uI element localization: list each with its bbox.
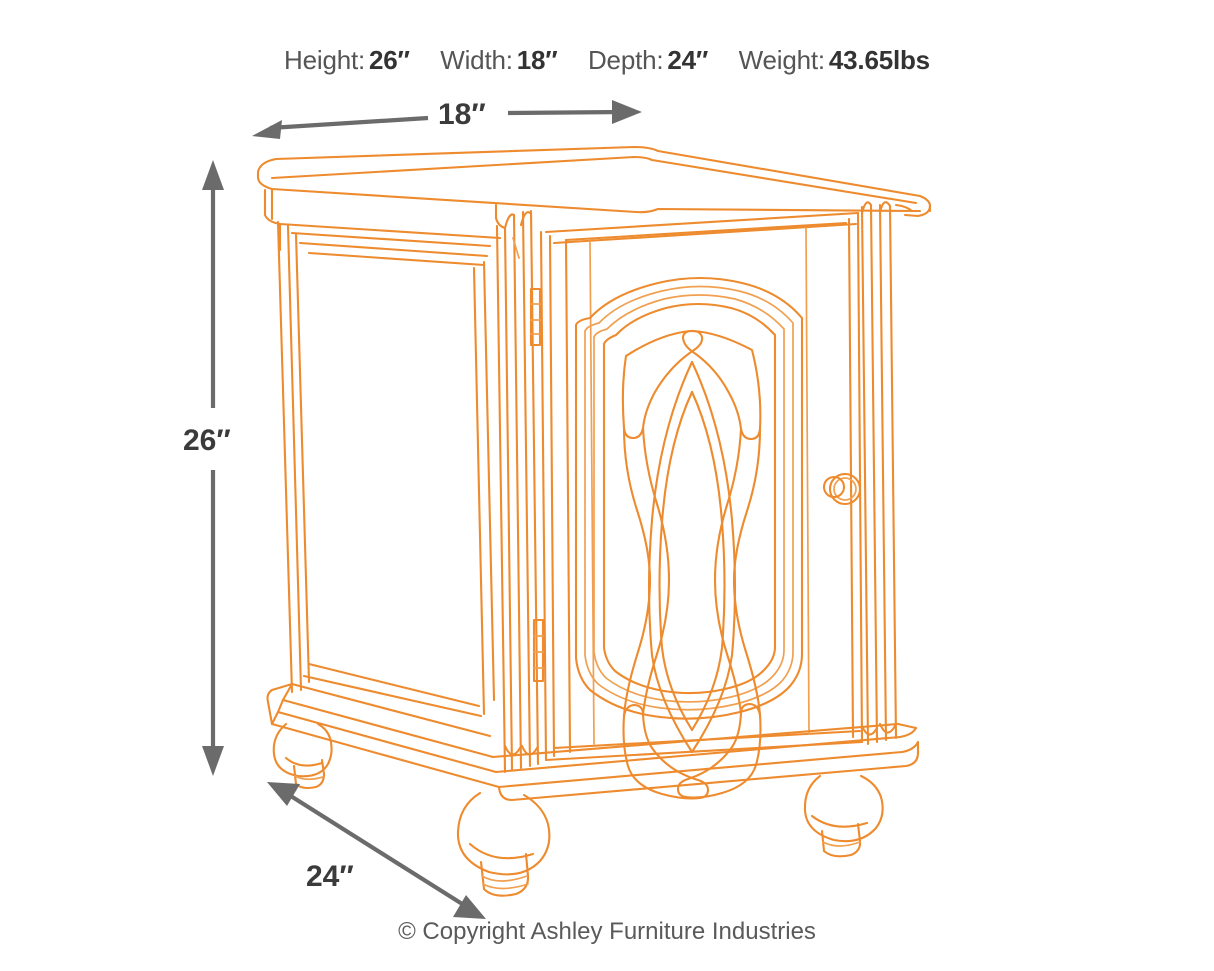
spec-width: Width:18″ <box>440 44 557 76</box>
height-dimension-label: 26″ <box>183 424 231 457</box>
left-side-panel <box>266 220 501 789</box>
specs-bar: Height:26″ Width:18″ Depth:24″ Weight:43… <box>0 44 1214 76</box>
spec-weight-value: 43.65lbs <box>828 45 930 75</box>
depth-dimension-arrow <box>267 782 486 919</box>
spec-weight: Weight:43.65lbs <box>738 44 931 76</box>
copyright-notice: © Copyright Ashley Furniture Industries <box>398 918 816 945</box>
width-dimension-label: 18″ <box>438 98 486 131</box>
height-dimension-arrow <box>202 160 224 776</box>
spec-height: Height:26″ <box>284 44 410 76</box>
table-top <box>256 145 932 252</box>
decorative-arched-panel <box>574 276 804 800</box>
door-knob <box>822 472 862 506</box>
depth-dimension-label: 24″ <box>306 860 354 893</box>
spec-depth-label: Depth: <box>587 45 664 75</box>
base-molding <box>491 722 920 802</box>
spec-depth-value: 24″ <box>667 45 709 75</box>
front-right-column <box>860 201 914 746</box>
bun-foot-front-left <box>456 791 551 897</box>
spec-width-value: 18″ <box>516 45 558 75</box>
bun-foot-front-right <box>803 774 884 858</box>
spec-height-label: Height: <box>284 45 366 75</box>
spec-height-value: 26″ <box>369 45 410 75</box>
spec-width-label: Width: <box>440 45 513 75</box>
bun-foot-back-left <box>272 722 333 790</box>
front-door <box>539 211 864 762</box>
spec-depth: Depth:24″ <box>588 44 708 76</box>
door-hinges <box>529 287 545 683</box>
spec-weight-label: Weight: <box>738 45 825 75</box>
front-left-column <box>494 203 540 774</box>
